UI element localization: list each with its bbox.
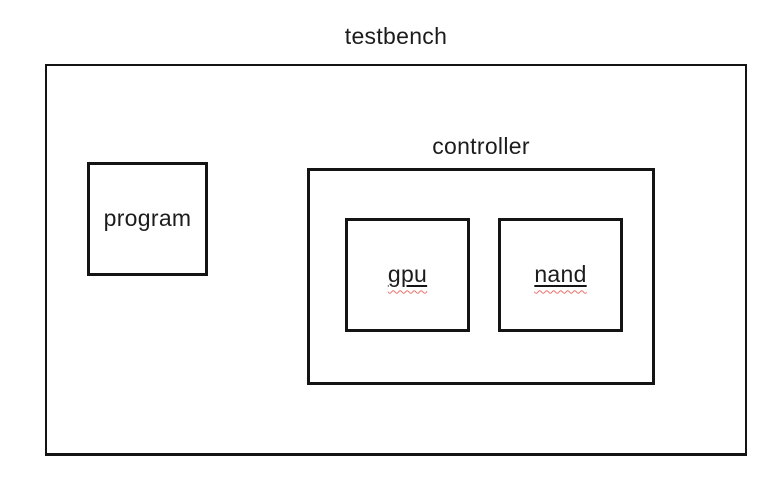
testbench-label: testbench	[344, 23, 448, 49]
nand-box: nand nand	[498, 218, 623, 332]
program-label: program	[103, 205, 192, 232]
gpu-label-wrap: gpu gpu	[388, 262, 427, 287]
testbench-box	[45, 64, 747, 456]
program-box: program	[87, 162, 208, 276]
nand-label-wrap: nand nand	[534, 262, 586, 287]
gpu-label: gpu	[387, 261, 428, 288]
controller-box	[307, 168, 655, 385]
controller-label: controller	[432, 133, 530, 159]
nand-label: nand	[534, 261, 587, 288]
gpu-box: gpu gpu	[345, 218, 470, 332]
